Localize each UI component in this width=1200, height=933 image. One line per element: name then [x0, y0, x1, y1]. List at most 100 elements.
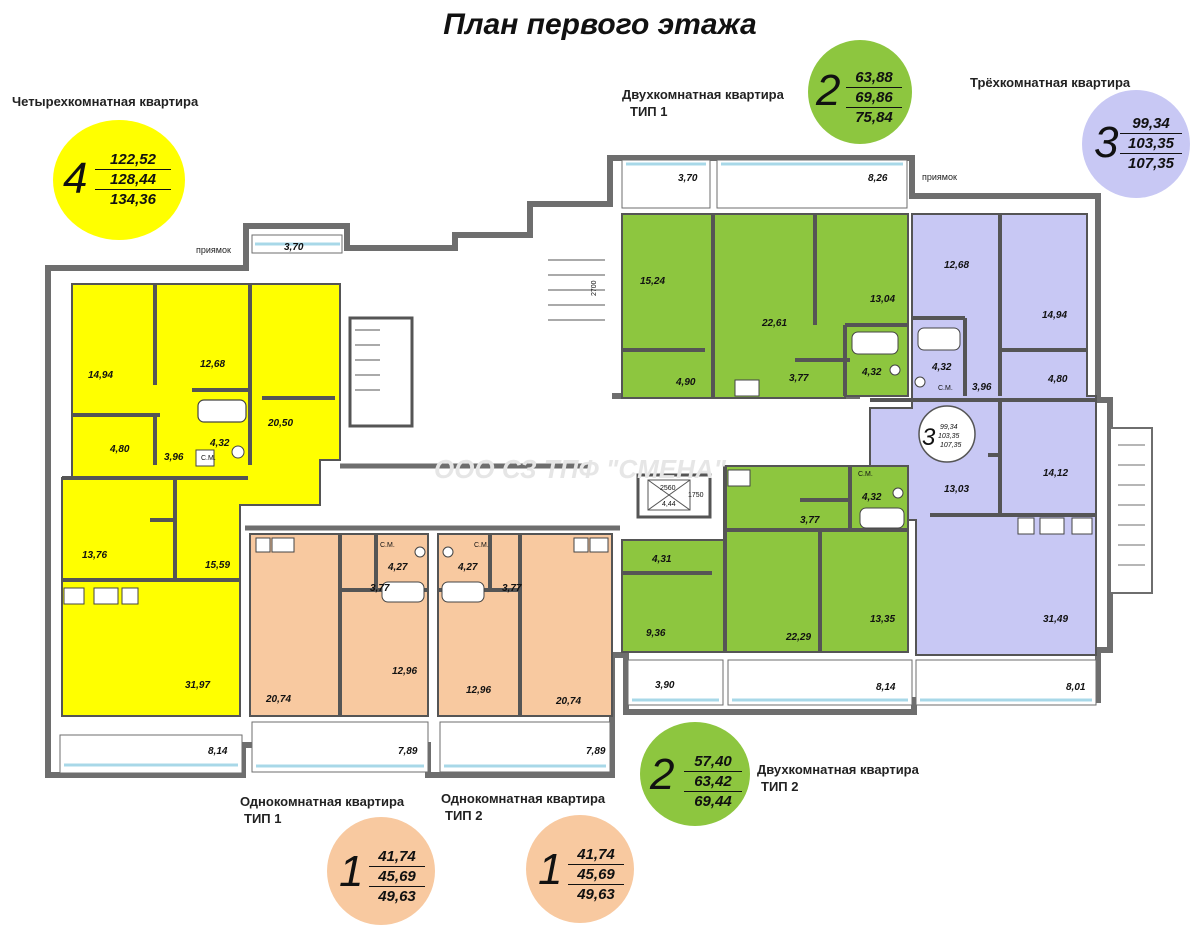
- sm-two-room-type2: С.М.: [858, 471, 873, 478]
- room-areas-one-room-type1: 3,77 4,27 20,74 12,96 7,89: [265, 562, 418, 757]
- label-one-room-type1-line1: Однокомнатная квартира: [240, 794, 405, 809]
- sm-four-room: С.М.: [201, 455, 216, 462]
- apartment-three-room[interactable]: [869, 213, 1153, 706]
- apartment-one-room-type1[interactable]: [249, 533, 429, 773]
- priyamok-left: приямок: [196, 245, 231, 255]
- room-area: 20,74: [555, 696, 581, 707]
- badge-four-room-areas: 122,52 128,44 134,36: [95, 150, 171, 209]
- room-area: 3,90: [655, 680, 675, 691]
- area-total-3: 107,35: [1128, 155, 1174, 172]
- area-total-3: 69,44: [694, 793, 732, 810]
- badge-three-room-count: 3: [1094, 118, 1119, 167]
- badge-four-room-count: 4: [63, 154, 88, 203]
- area-total-3: 49,63: [577, 886, 615, 903]
- room-area: 13,35: [870, 614, 895, 625]
- room-area: 7,89: [398, 746, 418, 757]
- three-room-inplan-marker: 3 99,34 103,35 107,35: [918, 405, 976, 463]
- inplan-count: 3: [922, 424, 936, 451]
- room-area: 13,04: [870, 294, 895, 305]
- room-area: 8,01: [1066, 682, 1086, 693]
- inplan-area-3: 107,35: [940, 442, 962, 449]
- label-one-room-type1-line2: ТИП 1: [244, 811, 282, 826]
- area-total-2: 45,69: [568, 865, 624, 885]
- room-area: 8,26: [868, 173, 888, 184]
- area-total-2: 45,69: [369, 867, 425, 887]
- room-area: 4,31: [651, 554, 672, 565]
- room-area: 3,77: [800, 515, 820, 526]
- room-area: 3,70: [284, 242, 304, 253]
- apartment-two-room-type2[interactable]: [621, 465, 913, 706]
- label-two-room-type2-line2: ТИП 2: [761, 779, 799, 794]
- area-total-1: 99,34: [1120, 114, 1182, 134]
- apartment-four-room[interactable]: [59, 234, 343, 774]
- badge-two-room-type1-areas: 63,88 69,86 75,84: [846, 68, 902, 127]
- badge-two-room-type2-areas: 57,40 63,42 69,44: [684, 752, 742, 811]
- watermark: ООО СЗ ТПФ "СМЕНА": [434, 454, 727, 484]
- room-area: 4,32: [931, 362, 952, 373]
- badge-two-room-type2: 2 57,40 63,42 69,44: [640, 722, 750, 826]
- badge-three-room: 3 99,34 103,35 107,35: [1082, 90, 1190, 198]
- room-area: 3,70: [678, 173, 698, 184]
- area-total-3: 49,63: [378, 888, 416, 905]
- room-area: 20,50: [267, 418, 293, 429]
- area-total-1: 41,74: [568, 845, 624, 865]
- room-area: 31,97: [185, 680, 210, 691]
- sm-three-room: С.М.: [938, 385, 953, 392]
- room-area: 14,94: [88, 370, 113, 381]
- room-area: 31,49: [1043, 614, 1068, 625]
- badge-one-room-type1-count: 1: [339, 847, 364, 896]
- lift-depth: 1750: [688, 492, 704, 499]
- priyamok-right: приямок: [922, 172, 957, 182]
- room-area: 3,77: [502, 583, 522, 594]
- label-three-room: Трёхкомнатная квартира: [970, 75, 1131, 90]
- apartment-one-room-type2[interactable]: [437, 533, 613, 773]
- area-total-2: 63,42: [684, 772, 742, 792]
- stair-width: 2700: [591, 280, 598, 296]
- room-area: 20,74: [265, 694, 291, 705]
- room-area: 4,90: [675, 377, 696, 388]
- label-two-room-type1-line1: Двухкомнатная квартира: [622, 87, 784, 102]
- room-area: 12,96: [392, 666, 417, 677]
- room-area: 12,96: [466, 685, 491, 696]
- inplan-area-2: 103,35: [938, 433, 960, 440]
- room-areas-one-room-type2: 4,27 3,77 12,96 20,74 7,89: [457, 562, 606, 757]
- label-one-room-type2: Однокомнатная квартира ТИП 2: [441, 790, 605, 824]
- room-area: 4,32: [861, 492, 882, 503]
- label-one-room-type2-line2: ТИП 2: [445, 808, 483, 823]
- room-area: 4,27: [457, 562, 478, 573]
- common-core: [245, 259, 860, 531]
- badge-one-room-type1: 1 41,74 45,69 49,63: [327, 817, 435, 925]
- room-areas-four-room: 14,94 12,68 20,50 4,80 3,96 4,32 13,76 1…: [82, 242, 304, 757]
- room-areas-two-room-type2: 4,31 3,77 4,32 9,36 22,29 13,35 3,90 8,1…: [646, 492, 896, 693]
- label-two-room-type2-line1: Двухкомнатная квартира: [757, 762, 919, 777]
- label-one-room-type2-line1: Однокомнатная квартира: [441, 791, 606, 806]
- room-area: 13,03: [944, 484, 969, 495]
- room-area: 7,89: [586, 746, 606, 757]
- badge-one-room-type2: 1 41,74 45,69 49,63: [526, 815, 634, 923]
- room-area: 4,80: [109, 444, 130, 455]
- room-areas-two-room-type1: 15,24 22,61 13,04 4,90 3,77 4,32 3,70 8,…: [640, 173, 895, 388]
- room-area: 22,29: [785, 632, 811, 643]
- label-one-room-type1: Однокомнатная квартира ТИП 1: [240, 793, 404, 827]
- label-two-room-type1-line2: ТИП 1: [630, 104, 668, 119]
- area-total-3: 134,36: [110, 191, 156, 208]
- area-total-1: 41,74: [369, 847, 425, 867]
- badge-two-room-type1-count: 2: [816, 66, 841, 115]
- badge-two-room-type1: 2 63,88 69,86 75,84: [808, 40, 912, 144]
- badge-three-room-areas: 99,34 103,35 107,35: [1120, 114, 1182, 173]
- badge-two-room-type2-count: 2: [650, 750, 675, 799]
- badge-one-room-type1-areas: 41,74 45,69 49,63: [369, 847, 425, 906]
- badge-one-room-type2-count: 1: [538, 845, 563, 894]
- room-area: 14,12: [1043, 468, 1068, 479]
- room-area: 4,32: [209, 438, 230, 449]
- room-area: 3,96: [972, 382, 992, 393]
- room-area: 14,94: [1042, 310, 1067, 321]
- room-area: 12,68: [200, 359, 225, 370]
- room-area: 15,24: [640, 276, 665, 287]
- apartment-two-room-type1[interactable]: [621, 159, 909, 399]
- inplan-area-1: 99,34: [940, 424, 958, 431]
- sm-one-room-type2: С.М.: [474, 542, 489, 549]
- lift-area: 4,44: [662, 501, 676, 508]
- area-total-3: 75,84: [855, 109, 893, 126]
- room-areas-three-room: 12,68 14,94 4,32 3,96 4,80 13,03 14,12 3…: [931, 260, 1086, 693]
